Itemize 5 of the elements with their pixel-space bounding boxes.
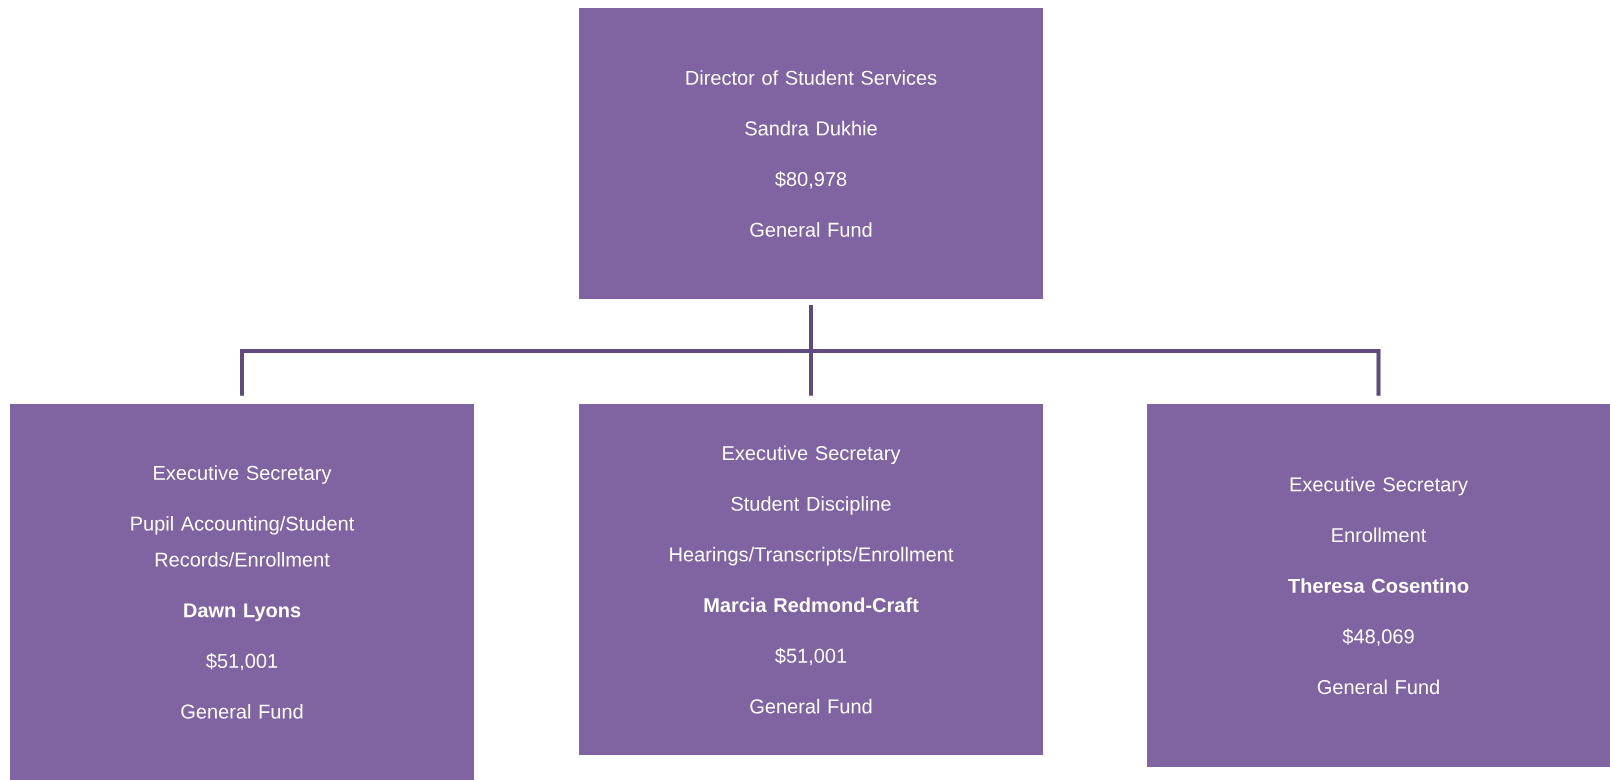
connector-line [809,305,1381,396]
position-box: Executive Secretary Enrollment Theresa Cosentino $48,069 General Fund [1147,404,1610,767]
position-box: Executive Secretary Pupil Accounting/Student Records/Enrollment Dawn Lyons $51,001 General Fund [10,404,474,780]
position-box: Director of Student Services Sandra Dukhie $80,978 General Fund [579,8,1043,299]
position-box: Executive Secretary Student Discipline Hearings/Transcripts/Enrollment Marcia Redmond-Craft $51,001 General Fund [579,404,1043,755]
